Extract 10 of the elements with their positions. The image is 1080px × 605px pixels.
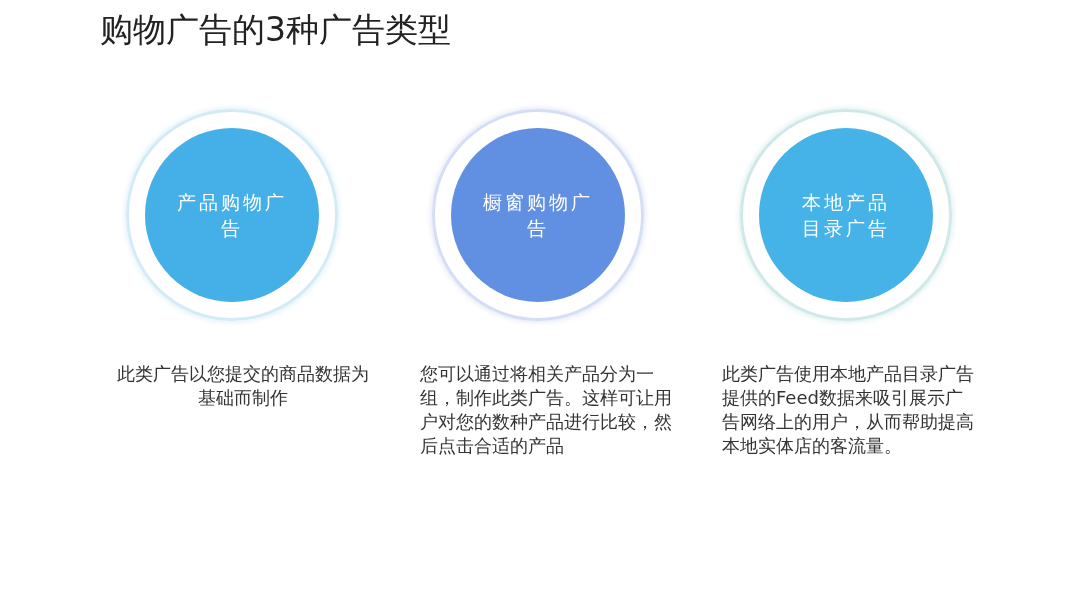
title: 购物广告的3种广告类型 — [100, 9, 451, 51]
circle-badge — [740, 109, 952, 321]
circle-badge — [432, 109, 644, 321]
description-text: 此类广告以您提交的商品数据为基础而制作 — [115, 362, 370, 410]
circle-label: 产品购物广告 — [176, 190, 288, 241]
circle-label: 橱窗购物广告 — [482, 190, 594, 241]
circle-badge — [126, 109, 338, 321]
circle-label: 本地产品目录广告 — [801, 190, 891, 241]
description-text: 此类广告使用本地产品目录广告提供的Feed数据来吸引展示广告网络上的用户，从而帮助提高本地实体店的客流量。 — [722, 362, 975, 458]
description-text: 您可以通过将相关产品分为一组，制作此类广告。这样可让用户对您的数种产品进行比较，然后点击合适的产品 — [420, 362, 673, 458]
